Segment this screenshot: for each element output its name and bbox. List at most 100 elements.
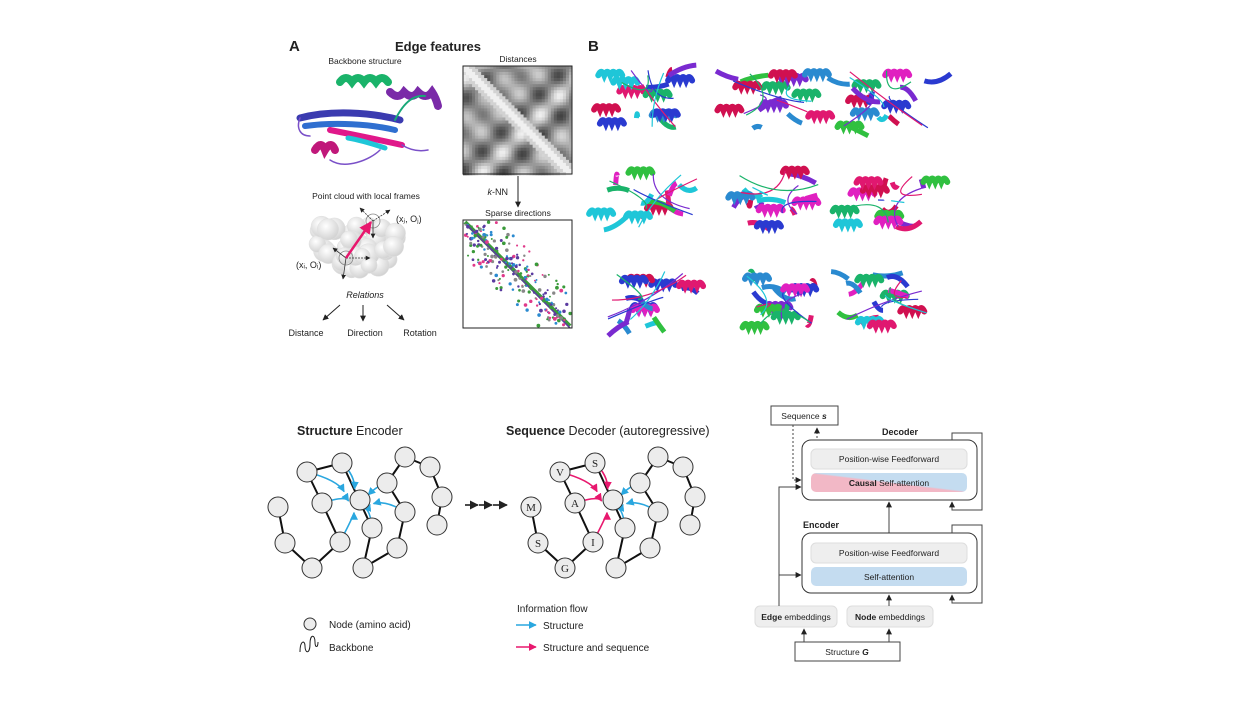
distance-cell (508, 87, 512, 91)
distance-cell (565, 81, 570, 85)
amino-acid-node (267, 496, 289, 518)
panel-a: A Edge features Backbone structure Dista… (288, 38, 573, 338)
distance-cell (526, 156, 530, 161)
distance-cell (559, 141, 564, 146)
distance-cell (559, 132, 564, 136)
distance-cell (523, 102, 527, 106)
distance-cell (490, 129, 494, 133)
distance-cell (553, 99, 558, 103)
distance-cell (478, 165, 482, 170)
distance-cell (505, 66, 509, 70)
frame-i-label: (xᵢ, Oᵢ) (296, 260, 321, 270)
distance-cell (568, 162, 573, 167)
node-bold: Node (855, 612, 877, 622)
amino-acid-node (647, 446, 669, 468)
distance-cell (472, 129, 476, 133)
distance-cell (532, 165, 536, 170)
distance-cell (559, 66, 564, 70)
distance-cell (556, 150, 561, 155)
distance-cell (562, 75, 567, 79)
legend-node-icon (303, 617, 317, 631)
distance-cell (493, 156, 497, 161)
distance-cell (523, 81, 527, 85)
distance-cell (466, 93, 470, 97)
distance-cell (487, 126, 491, 130)
distance-cell (511, 114, 515, 118)
distance-cell (544, 168, 549, 173)
distance-cell (547, 156, 552, 161)
distance-cell (502, 165, 506, 170)
distance-cell (484, 168, 488, 173)
distance-cell (535, 81, 539, 85)
distance-cell (490, 87, 494, 91)
edge-embeddings-box (754, 605, 838, 628)
amino-acid-node (376, 472, 398, 494)
distance-cell (568, 159, 573, 164)
distance-cell (511, 129, 515, 133)
sparse-point (521, 289, 526, 293)
distance-cell (466, 108, 470, 112)
sparse-point (479, 265, 483, 269)
distance-cell (502, 93, 506, 97)
distance-cell (541, 84, 546, 88)
distance-matrix-image (463, 66, 573, 176)
distance-cell (544, 165, 549, 170)
distance-cell (496, 93, 500, 97)
distance-cell (517, 129, 521, 133)
distance-cell (520, 105, 524, 109)
distance-cell (553, 75, 558, 79)
distance-cell (550, 75, 555, 79)
sparse-point (555, 314, 560, 318)
sparse-point (538, 302, 542, 306)
distance-cell (466, 72, 470, 76)
distance-cell (469, 150, 473, 155)
amino-acid-node (296, 461, 318, 483)
distance-cell (487, 141, 491, 146)
distance-cell (499, 141, 503, 146)
distance-cell (547, 150, 552, 155)
sparse-point (535, 298, 538, 301)
distance-cell (475, 168, 479, 173)
distance-cell (529, 117, 533, 121)
distance-cell (550, 78, 555, 82)
distance-cell (484, 144, 488, 149)
distance-cell (502, 90, 506, 94)
distance-cell (535, 126, 539, 130)
distance-cell (490, 105, 494, 109)
encoder-repeat-loop (949, 524, 983, 604)
distance-cell (547, 117, 552, 121)
distance-cell (568, 120, 573, 124)
distance-cell (496, 105, 500, 109)
decoder-repeat-loop (949, 432, 983, 511)
distance-cell (568, 114, 573, 118)
distance-cell (538, 99, 543, 103)
distance-cell (502, 168, 506, 173)
distance-cell (550, 96, 555, 100)
distance-cell (493, 141, 497, 146)
distance-cell (559, 90, 564, 94)
distance-cell (529, 147, 533, 152)
distance-cell (475, 114, 479, 118)
sparse-point (498, 282, 501, 285)
amino-acid-letter: V (556, 467, 564, 479)
distance-cell (562, 162, 567, 167)
distance-cell (544, 96, 549, 100)
distance-cell (484, 81, 488, 85)
sparse-point (464, 223, 467, 226)
distance-cell (541, 87, 546, 91)
sparse-point (490, 237, 493, 240)
distance-cell (481, 147, 485, 152)
distance-cell (505, 153, 509, 158)
distance-cell (562, 105, 567, 109)
distance-cell (487, 159, 491, 164)
distance-cell (541, 78, 546, 82)
distance-cell (520, 90, 524, 94)
distance-cell (502, 66, 506, 70)
distance-cell (532, 75, 536, 79)
encoder-self-attention (811, 567, 967, 586)
decoder-feedforward (810, 448, 968, 470)
distance-cell (490, 69, 494, 73)
distance-cell (499, 105, 503, 109)
distance-cell (502, 126, 506, 130)
distance-cell (463, 108, 467, 112)
